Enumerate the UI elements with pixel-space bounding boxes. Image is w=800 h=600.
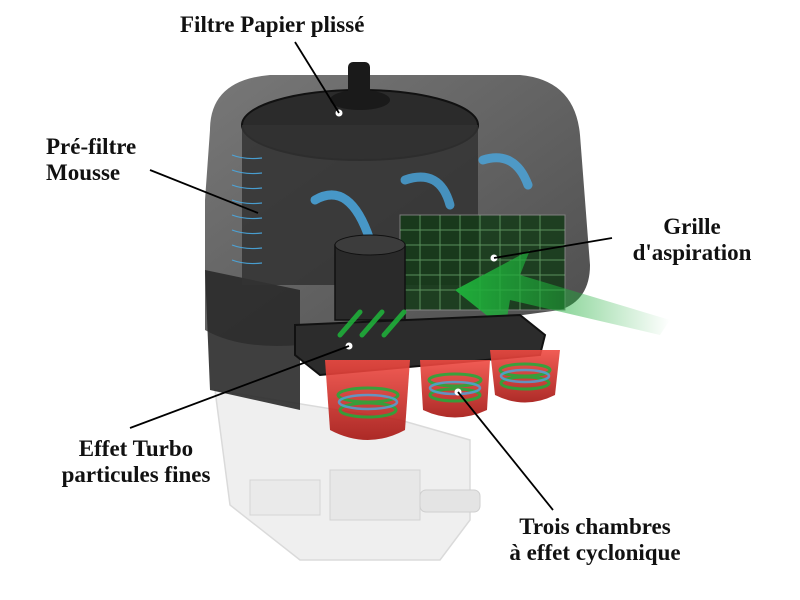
label-intake-grille-line1: Grille: [663, 214, 721, 239]
label-turbo-effect: Effet Turbo particules fines: [36, 436, 236, 488]
label-foam-prefilter-line2: Mousse: [46, 160, 121, 185]
label-cyclone-chambers-line1: Trois chambres: [519, 514, 671, 539]
label-turbo-effect-line1: Effet Turbo: [78, 436, 194, 461]
label-turbo-effect-line2: particules fines: [61, 462, 211, 487]
leader-cyclone-chambers: [457, 391, 554, 511]
label-paper-filter-text: Filtre Papier plissé: [180, 12, 365, 37]
airflow-arrows-blue: [310, 153, 533, 245]
leader-intake-grille: [493, 237, 613, 259]
label-cyclone-chambers: Trois chambres à effet cyclonique: [470, 514, 720, 566]
turbo-airflow-arrows: [337, 309, 407, 338]
leader-lines: [129, 41, 613, 511]
label-paper-filter: Filtre Papier plissé: [180, 12, 364, 38]
center-outlet-tube: [334, 234, 406, 321]
label-cyclone-chambers-line2: à effet cyclonique: [509, 540, 681, 565]
leader-turbo-effect: [129, 345, 350, 429]
intake-airflow-arrow: [455, 250, 670, 335]
label-intake-grille-line2: d'aspiration: [632, 240, 752, 265]
foam-prefilter-rings: [231, 154, 263, 265]
leader-foam-prefilter: [149, 169, 259, 214]
intake-grille: [399, 214, 566, 311]
label-foam-prefilter-line1: Pré-filtre: [46, 134, 137, 159]
cyclone-chambers: [325, 350, 560, 440]
engine-ghost: [214, 389, 481, 561]
label-foam-prefilter: Pré-filtre Mousse: [46, 134, 136, 186]
leader-paper-filter: [294, 41, 340, 114]
label-intake-grille: Grille d'aspiration: [612, 214, 772, 266]
